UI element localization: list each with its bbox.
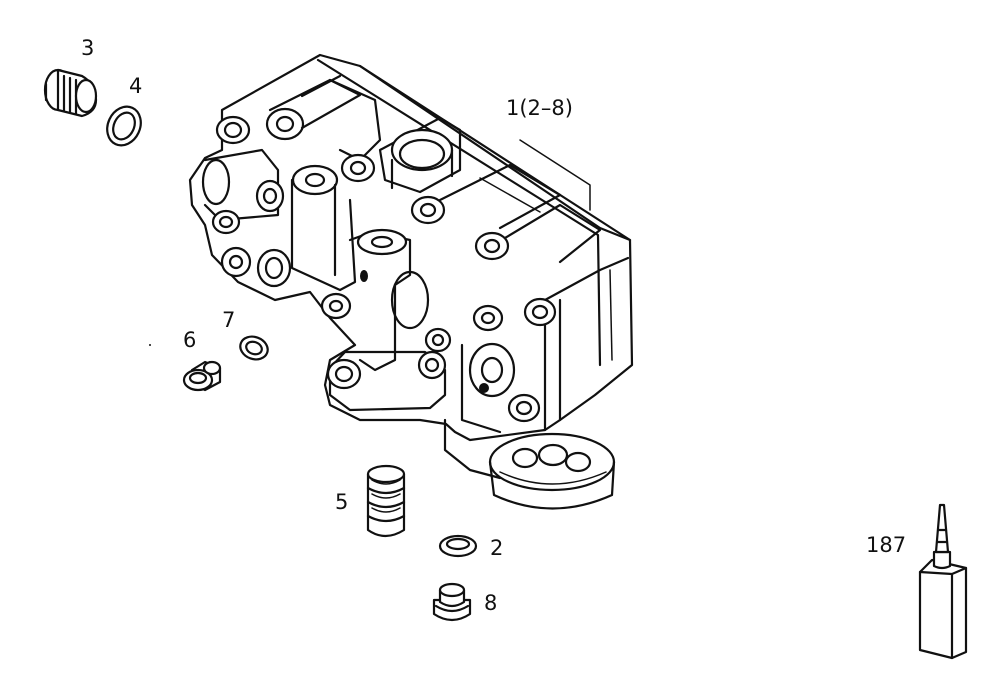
label-part-2: 2 xyxy=(490,536,504,560)
plug-6-drawing xyxy=(182,360,222,392)
seal-ring-7-drawing xyxy=(239,335,269,361)
label-sealant-tube: 187 xyxy=(866,533,907,557)
label-main-housing: 1(2–8) xyxy=(506,96,573,120)
plug-8-drawing xyxy=(432,582,472,622)
label-part-7: 7 xyxy=(222,308,236,332)
label-part-4: 4 xyxy=(129,74,143,98)
seal-ring-2-drawing xyxy=(438,534,478,558)
plug-3-drawing xyxy=(43,68,98,118)
label-part-5: 5 xyxy=(335,490,349,514)
seal-ring-4-drawing xyxy=(106,105,142,147)
label-part-8: 8 xyxy=(484,591,498,615)
label-part-6: 6 xyxy=(183,328,197,352)
spring-5-drawing xyxy=(366,464,406,538)
label-part-3: 3 xyxy=(81,36,95,60)
main-housing-drawing xyxy=(188,53,634,510)
sealant-tube-drawing xyxy=(918,503,968,660)
